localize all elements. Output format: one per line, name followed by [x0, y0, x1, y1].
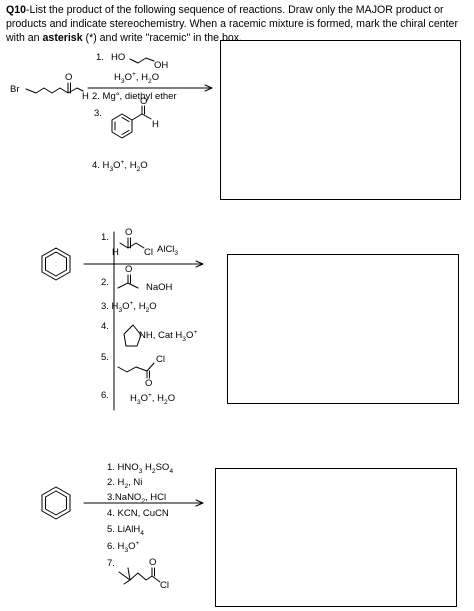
r1-step2: 2. Mg°, diethyl ether	[92, 91, 177, 102]
label-aldehyde-h: H	[82, 91, 89, 102]
r1-step1-num: 1.	[96, 52, 104, 63]
r2-step1-num: 1.	[101, 232, 109, 243]
label-ketone-o: O	[125, 264, 133, 275]
question-body-end: (*) and write "racemic" in the box.	[85, 32, 243, 44]
r3-step-2: 2. H2, Ni	[107, 477, 143, 490]
label-acyl-h: H	[112, 247, 119, 258]
r1-step1-reagent: H3O+, H2O	[114, 70, 160, 85]
question-text: Q10-List the product of the following se…	[6, 3, 468, 45]
label-chloroketone-o: O	[145, 378, 153, 389]
r2-step5-num: 5.	[101, 352, 109, 363]
label-chloroketone-cl: Cl	[156, 354, 165, 365]
label-step7-cl: Cl	[160, 580, 169, 591]
r3-step-1: 1. HNO3 H2SO4	[107, 462, 174, 475]
label-benzaldehyde-o: O	[140, 96, 148, 107]
start-aldehyde-chain	[25, 87, 84, 94]
r2-step6-reagent: H3O+, H2O	[130, 391, 176, 406]
r3-step-4: 4. KCN, CuCN	[107, 508, 169, 519]
label-benzaldehyde-h: H	[152, 119, 159, 130]
question-number: Q10	[6, 4, 27, 16]
r2-step2-reagent: NaOH	[146, 282, 173, 293]
question-bold-word: asterisk	[42, 32, 83, 44]
r3-step-3: 3.NaNO2, HCl	[107, 492, 167, 505]
r2-step4-reagent: NH, Cat H3O+	[139, 328, 198, 343]
benzene-ring-1	[41, 247, 71, 281]
r3-step-5: 5. LiAlH4	[107, 524, 144, 537]
benzene-ring-2	[41, 486, 71, 520]
label-diol-ho: HO	[111, 52, 126, 63]
r2-step1-reagent: AlCl3	[157, 244, 179, 257]
answer-box-1[interactable]	[220, 40, 461, 200]
label-aldehyde-o: O	[65, 72, 73, 83]
question-body: -List the product of the following seque…	[6, 4, 458, 44]
r3-step-6: 6. H3O+	[107, 539, 140, 554]
label-acyl-cl: Cl	[144, 247, 153, 258]
r2-step2-num: 2.	[101, 277, 109, 288]
label-diol-oh: OH	[154, 60, 169, 71]
label-step7-o: O	[149, 557, 157, 568]
r1-step4: 4. H3O+, H2O	[92, 158, 148, 173]
diol-chain	[129, 57, 155, 64]
label-br: Br	[10, 84, 20, 95]
r3-step-7: 7.	[107, 558, 115, 569]
pyrrolidine-ring	[123, 324, 142, 347]
answer-box-2[interactable]	[227, 254, 459, 404]
r1-step3-num: 3.	[94, 108, 102, 119]
r2-step3: 3. H3O+, H2O	[101, 299, 157, 314]
label-acyl-o: O	[125, 227, 133, 238]
r2-step4-num: 4.	[101, 321, 109, 332]
r2-step6-num: 6.	[101, 390, 109, 401]
answer-box-3[interactable]	[215, 468, 457, 607]
